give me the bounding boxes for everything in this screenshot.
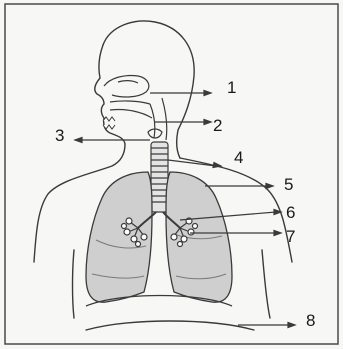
teeth bbox=[103, 117, 115, 129]
label-6: 6 bbox=[286, 203, 295, 222]
label-4: 4 bbox=[234, 148, 243, 167]
label-2: 2 bbox=[213, 116, 222, 135]
pharynx bbox=[148, 98, 167, 140]
label-5: 5 bbox=[284, 175, 293, 194]
nasal-cavity bbox=[104, 75, 152, 118]
label-1: 1 bbox=[227, 78, 236, 97]
label-7: 7 bbox=[286, 227, 295, 246]
label-3: 3 bbox=[55, 126, 64, 145]
label-8: 8 bbox=[306, 311, 315, 330]
